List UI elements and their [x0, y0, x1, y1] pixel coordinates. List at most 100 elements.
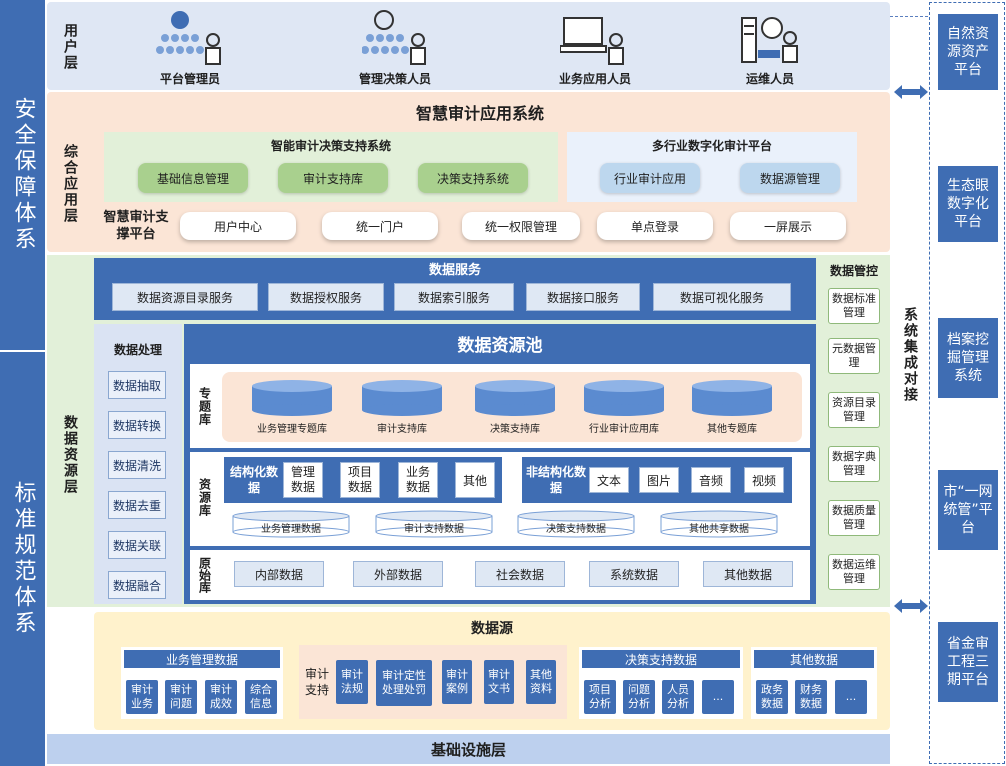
resource-cyl-3 [517, 510, 635, 538]
database-icon [232, 510, 350, 538]
unified-permission-pill[interactable]: 统一权限管理 [462, 212, 580, 240]
structured-item-mgmt[interactable]: 管理数据 [283, 462, 323, 498]
source-group-other-title: 其他数据 [754, 650, 874, 668]
decision-support-button[interactable]: 决策支持系统 [418, 163, 528, 193]
platform-eco-eye[interactable]: 生态眼数字化平台 [938, 166, 998, 242]
service-index[interactable]: 数据索引服务 [394, 283, 514, 311]
platform-city-grid[interactable]: 市“一网统管”平台 [938, 470, 998, 550]
unstructured-item-image[interactable]: 图片 [639, 467, 679, 493]
audit-support-lib-button[interactable]: 审计支持库 [278, 163, 388, 193]
source-other-3[interactable]: ... [835, 680, 867, 714]
gov-ops[interactable]: 数据运维管理 [828, 554, 880, 590]
source-audit-5[interactable]: 其他资料 [526, 660, 556, 704]
source-decision-1[interactable]: 项目分析 [584, 680, 616, 714]
structured-item-business[interactable]: 业务数据 [398, 462, 438, 498]
raw-social[interactable]: 社会数据 [475, 561, 565, 587]
user-item-decision: 管理决策人员 [358, 71, 431, 86]
structured-item-other[interactable]: 其他 [455, 462, 495, 498]
decision-support-system-title: 智能审计决策支持系统 [270, 138, 391, 153]
industry-audit-button[interactable]: 行业审计应用 [600, 163, 700, 193]
gov-standard[interactable]: 数据标准管理 [828, 288, 880, 324]
process-clean[interactable]: 数据清洗 [108, 451, 166, 479]
service-visualization[interactable]: 数据可视化服务 [653, 283, 791, 311]
source-audit-4[interactable]: 审计文书 [484, 660, 514, 704]
database-icon [252, 380, 332, 416]
topic-cyl-3 [475, 380, 555, 416]
infrastructure-layer: 基础设施层 [47, 734, 890, 764]
unstructured-item-text[interactable]: 文本 [589, 467, 629, 493]
raw-other[interactable]: 其他数据 [703, 561, 793, 587]
process-fuse[interactable]: 数据融合 [108, 571, 166, 599]
raw-system[interactable]: 系统数据 [589, 561, 679, 587]
platform-archive[interactable]: 档案挖掘管理系统 [938, 318, 998, 398]
structured-item-project[interactable]: 项目数据 [340, 462, 380, 498]
process-transform[interactable]: 数据转换 [108, 411, 166, 439]
data-service-title: 数据服务 [428, 262, 481, 278]
multi-industry-platform-title: 多行业数字化审计平台 [651, 138, 772, 153]
topic-item-1: 业务管理专题库 [257, 423, 327, 435]
topic-library-label: 专题库 [197, 386, 212, 426]
resource-cyl-3-label: 决策支持数据 [546, 523, 606, 535]
source-decision-3[interactable]: 人员分析 [662, 680, 694, 714]
structured-title: 结构化数据 [229, 465, 278, 495]
service-catalog[interactable]: 数据资源目录服务 [112, 283, 258, 311]
user-item-business: 业务应用人员 [558, 71, 631, 86]
platform-natural-resources[interactable]: 自然资源资产平台 [938, 14, 998, 90]
topic-cyl-2 [362, 380, 442, 416]
source-decision-2[interactable]: 问题分析 [623, 680, 655, 714]
source-group-audit-title: 审计支持 [304, 667, 329, 697]
service-authorization[interactable]: 数据授权服务 [268, 283, 384, 311]
app-title: 智慧审计应用系统 [415, 104, 544, 123]
gov-quality[interactable]: 数据质量管理 [828, 500, 880, 536]
process-dedup[interactable]: 数据去重 [108, 491, 166, 519]
source-group-decision-title: 决策支持数据 [582, 650, 740, 668]
standard-system-bar: 标准规范体系 [0, 352, 45, 766]
platform-golden-audit[interactable]: 省金审工程三期平台 [938, 622, 998, 702]
one-screen-pill[interactable]: 一屏展示 [730, 212, 846, 240]
source-other-1[interactable]: 政务数据 [756, 680, 788, 714]
source-audit-3[interactable]: 审计案例 [442, 660, 472, 704]
support-platform-label: 智慧审计支撑平台 [103, 210, 169, 242]
source-audit-1[interactable]: 审计法规 [336, 660, 368, 704]
resource-pool-title: 数据资源池 [457, 335, 543, 356]
raw-internal[interactable]: 内部数据 [234, 561, 324, 587]
source-other-2[interactable]: 财务数据 [795, 680, 827, 714]
standard-system-label: 标准规范体系 [10, 481, 36, 637]
source-business-3[interactable]: 审计成效 [205, 680, 237, 714]
topic-item-2: 审计支持库 [377, 423, 427, 435]
resource-cyl-4 [660, 510, 778, 538]
gov-catalog[interactable]: 资源目录管理 [828, 392, 880, 428]
topic-item-3: 决策支持库 [490, 423, 540, 435]
raw-library-label: 原始库 [197, 557, 212, 593]
business-user-icon [560, 17, 624, 65]
resource-cyl-2-label: 审计支持数据 [404, 523, 464, 535]
single-signon-pill[interactable]: 单点登录 [597, 212, 713, 240]
data-source-title: 数据源 [471, 621, 513, 637]
user-center-pill[interactable]: 用户中心 [180, 212, 296, 240]
process-extract[interactable]: 数据抽取 [108, 371, 166, 399]
source-business-1[interactable]: 审计业务 [126, 680, 158, 714]
gov-dictionary[interactable]: 数据字典管理 [828, 446, 880, 482]
bidirectional-arrow-icon [894, 599, 928, 613]
user-item-admin: 平台管理员 [159, 71, 220, 86]
unstructured-item-audio[interactable]: 音频 [691, 467, 731, 493]
process-associate[interactable]: 数据关联 [108, 531, 166, 559]
resource-cyl-4-label: 其他共享数据 [689, 523, 749, 535]
basic-info-button[interactable]: 基础信息管理 [138, 163, 248, 193]
raw-external[interactable]: 外部数据 [353, 561, 443, 587]
source-audit-2[interactable]: 审计定性处理处罚 [376, 660, 432, 706]
user-layer-label: 用户层 [62, 23, 78, 71]
source-business-4[interactable]: 综合信息 [245, 680, 277, 714]
integration-label: 系统集成对接 [902, 307, 918, 403]
bidirectional-arrow-icon [894, 85, 928, 99]
source-decision-4[interactable]: ... [702, 680, 734, 714]
gov-metadata[interactable]: 元数据管理 [828, 338, 880, 374]
unified-portal-pill[interactable]: 统一门户 [322, 212, 438, 240]
data-source-mgmt-button[interactable]: 数据源管理 [740, 163, 840, 193]
database-icon [692, 380, 772, 416]
decision-maker-icon [362, 10, 426, 65]
topic-cyl-5 [692, 380, 772, 416]
service-interface[interactable]: 数据接口服务 [526, 283, 640, 311]
unstructured-item-video[interactable]: 视频 [744, 467, 784, 493]
source-business-2[interactable]: 审计问题 [165, 680, 197, 714]
